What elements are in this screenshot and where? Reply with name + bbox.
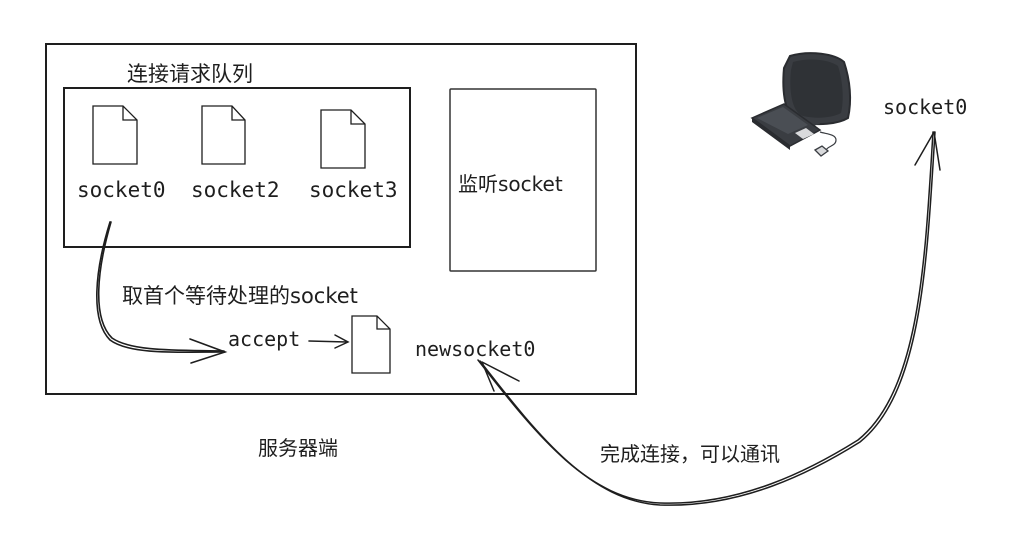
server-label: 服务器端 (258, 436, 338, 460)
accept-arrow (308, 334, 350, 349)
connection-label: 完成连接，可以通讯 (600, 442, 780, 466)
client-socket-label: socket0 (883, 95, 968, 119)
take-first-label: 取首个等待处理的socket (122, 284, 358, 308)
file-icon (320, 109, 366, 169)
queue-title: 连接请求队列 (127, 62, 253, 86)
queue-socket-label: socket3 (309, 178, 398, 202)
server-box (45, 43, 637, 395)
listen-socket-label: 监听socket (458, 172, 563, 196)
computer-icon (750, 52, 852, 157)
new-socket-label: newsocket0 (415, 337, 536, 361)
accept-label: accept (228, 327, 301, 351)
file-icon (201, 105, 246, 165)
listen-socket-box (449, 88, 597, 272)
new-socket-file-icon (351, 315, 391, 374)
dequeue-arrow (96, 221, 228, 364)
file-icon (92, 105, 138, 165)
connection-arrow (477, 131, 941, 506)
queue-socket-label: socket2 (191, 178, 280, 202)
queue-box (63, 87, 411, 248)
queue-socket-label: socket0 (77, 178, 166, 202)
